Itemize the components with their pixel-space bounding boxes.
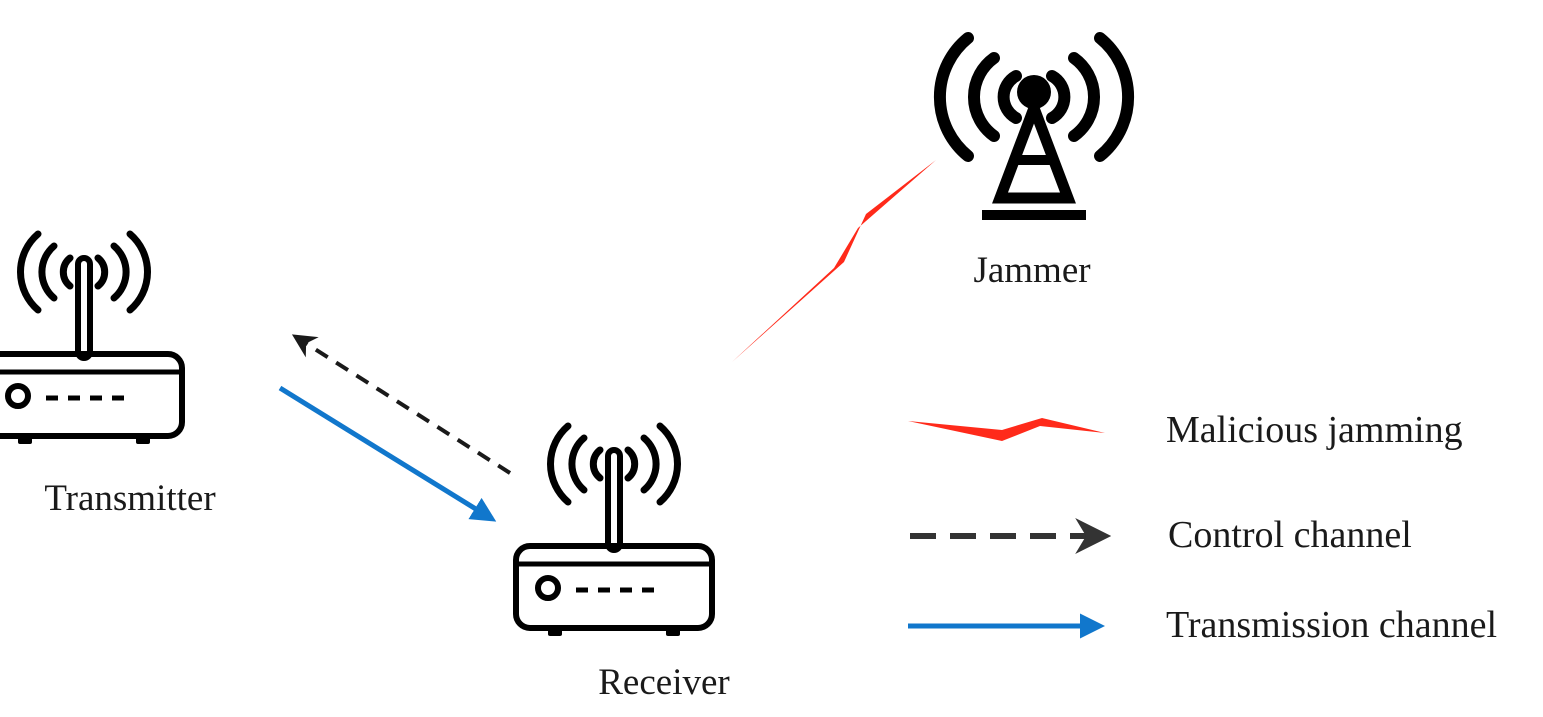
radio-tower-icon xyxy=(933,32,1135,220)
legend-item-jamming: Malicious jamming xyxy=(908,409,1463,451)
legend-label-transmission: Transmission channel xyxy=(1166,604,1497,646)
jammer-label: Jammer xyxy=(973,250,1090,291)
jammer-node: Jammer xyxy=(933,32,1135,291)
receiver-node: Receiver xyxy=(516,426,730,703)
control-channel-arrow xyxy=(291,334,512,475)
receiver-label: Receiver xyxy=(598,662,729,703)
transmission-channel-arrow xyxy=(278,385,497,522)
receiver-router-icon xyxy=(516,426,712,636)
transmitter-label: Transmitter xyxy=(44,478,215,519)
legend: Malicious jamming Control channel Transm… xyxy=(908,409,1497,646)
legend-label-jamming: Malicious jamming xyxy=(1166,409,1463,451)
lightning-zigzag-icon xyxy=(908,418,1105,441)
legend-label-control: Control channel xyxy=(1168,514,1412,556)
jamming-signal xyxy=(732,160,936,362)
transmitter-router-icon xyxy=(0,234,182,444)
legend-item-control: Control channel xyxy=(910,514,1412,556)
transmitter-node: Transmitter xyxy=(0,234,216,519)
legend-item-transmission: Transmission channel xyxy=(908,604,1497,646)
